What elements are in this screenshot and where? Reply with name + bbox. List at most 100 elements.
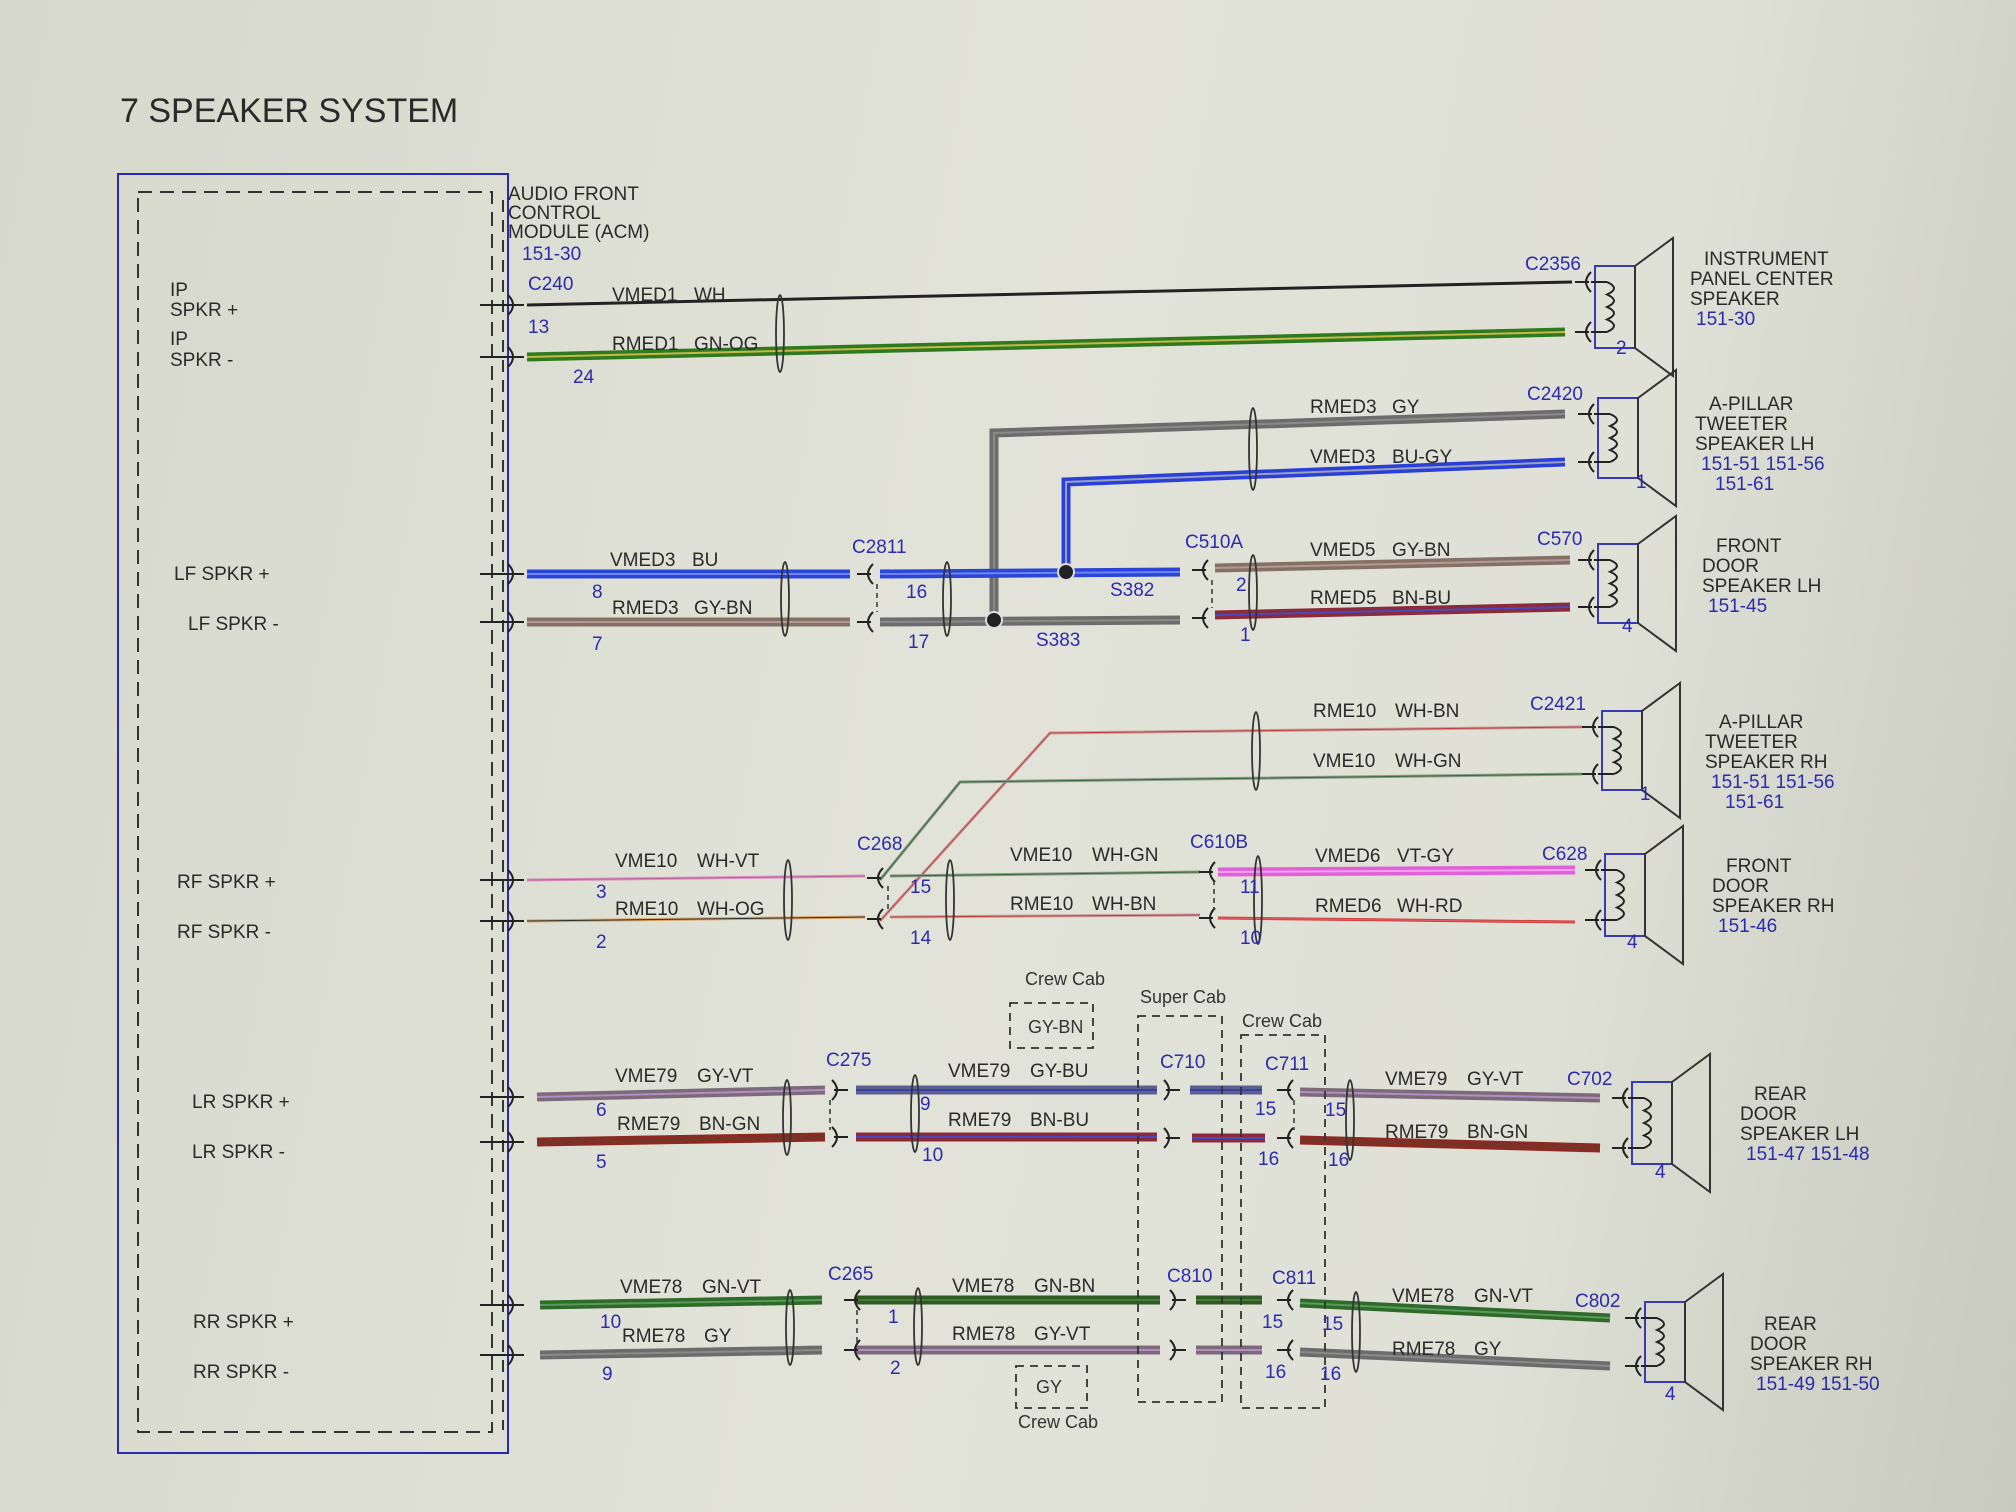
wire-color-code: GY-BU (1030, 1061, 1088, 1082)
option-box (1009, 1002, 1094, 1049)
wire-color-code: WH (694, 285, 726, 306)
connector-symbol (844, 1339, 861, 1361)
speaker-ref: 151-51 151-56 (1711, 772, 1835, 793)
twisted-pair-icon (780, 561, 790, 637)
wire-color-code: GN-BN (1034, 1276, 1095, 1297)
connector-label: C268 (857, 834, 902, 855)
wire-tracer (536, 1136, 826, 1143)
pin-number: 2 (1616, 338, 1627, 359)
connector-symbol (1277, 1289, 1294, 1311)
speaker-cone-icon (1637, 514, 1677, 653)
speaker-name-line: SPEAKER LH (1702, 576, 1821, 597)
speaker-ref: 151-45 (1708, 596, 1767, 617)
wire-tracer (1217, 917, 1576, 923)
circuit-number: RME79 (1385, 1122, 1448, 1143)
connector-symbol (1585, 909, 1602, 931)
wire-wh-gn (878, 772, 1583, 881)
connector-symbol (1612, 1137, 1629, 1159)
speaker-name-line: INSTRUMENT (1704, 249, 1829, 270)
pin-number: 9 (602, 1364, 613, 1385)
speaker-name-line: DOOR (1702, 556, 1759, 577)
module-outline (117, 173, 509, 1454)
connector-symbol (507, 563, 524, 585)
pin-number: 16 (906, 582, 927, 603)
twisted-pair-icon (1351, 1291, 1361, 1373)
option-label: Crew Cab (1018, 1412, 1098, 1432)
speaker-name-line: DOOR (1712, 876, 1769, 897)
speaker-name-line: DOOR (1740, 1104, 1797, 1125)
wire-tracer (1065, 461, 1566, 572)
wire-color-code: BN-GN (699, 1114, 760, 1135)
speaker-name-line: FRONT (1726, 856, 1792, 877)
connector-label: C710 (1160, 1052, 1205, 1073)
option-box (1015, 1365, 1088, 1409)
twisted-pair-icon (775, 294, 785, 373)
speaker-name-line: DOOR (1750, 1334, 1807, 1355)
speaker-terminal-box (1594, 265, 1636, 349)
pin-number: 2 (596, 932, 607, 953)
connector-label: C2421 (1530, 694, 1586, 715)
connector-label: C570 (1537, 529, 1582, 550)
circuit-number: RME79 (948, 1110, 1011, 1131)
wire-tracer (526, 916, 866, 922)
module-pin-label: LR SPKR + (192, 1092, 290, 1113)
circuit-number: VME10 (1010, 845, 1072, 866)
speaker-coil-icon (1601, 869, 1625, 921)
pin-number: 1 (888, 1307, 899, 1328)
connector-symbol (857, 611, 874, 633)
connector-symbol (507, 346, 524, 368)
pin-number: 4 (1665, 1384, 1676, 1405)
connector-label: C810 (1167, 1266, 1212, 1287)
speaker-name-line: PANEL CENTER (1690, 269, 1834, 290)
speaker-coil-icon (1594, 413, 1618, 463)
wire-color-code: GY (1392, 397, 1420, 418)
twisted-pair-icon (1248, 407, 1258, 491)
connector-symbol (857, 563, 874, 585)
circuit-number: VME79 (948, 1061, 1010, 1082)
connector-label: S383 (1036, 630, 1080, 651)
speaker-cone-icon (1637, 368, 1677, 508)
speaker-ref: 151-46 (1718, 916, 1777, 937)
pin-number: 1 (1640, 784, 1651, 805)
wire-tracer (879, 619, 1181, 623)
connector-label: C240 (528, 274, 573, 295)
circuit-number: VME78 (620, 1277, 682, 1298)
circuit-number: VMED5 (1310, 540, 1375, 561)
connector-symbol (507, 1131, 524, 1153)
connector-symbol (1277, 1127, 1294, 1149)
circuit-number: VME10 (615, 851, 677, 872)
circuit-number: VME79 (615, 1066, 677, 1087)
speaker-name-line: SPEAKER LH (1695, 434, 1814, 455)
wire-color-code: BU-GY (1392, 447, 1453, 468)
circuit-number: RME10 (615, 899, 678, 920)
wire-tracer (539, 1299, 823, 1306)
twisted-pair-icon (783, 859, 793, 941)
pin-number: 16 (1320, 1364, 1341, 1385)
speaker-ref: 151-61 (1715, 474, 1774, 495)
speaker-name-line: TWEETER (1705, 732, 1798, 753)
pin-number: 16 (1328, 1150, 1349, 1171)
circuit-number: VMED3 (1310, 447, 1375, 468)
connector-symbol (507, 1086, 524, 1108)
speaker-name-line: SPEAKER LH (1740, 1124, 1859, 1145)
pin-number: 15 (1322, 1314, 1343, 1335)
twisted-pair-icon (1345, 1079, 1355, 1161)
speaker-cone-icon (1634, 236, 1674, 378)
option-value: GY-BN (1028, 1017, 1083, 1037)
module-name-line: CONTROL (508, 203, 601, 224)
connector-label: C275 (826, 1050, 871, 1071)
module-pin-label: RR SPKR - (193, 1362, 289, 1383)
module-pin-label: RR SPKR + (193, 1312, 294, 1333)
pin-number: 16 (1265, 1362, 1286, 1383)
twisted-pair-icon (782, 1079, 792, 1156)
wire-color-code: GY-BN (694, 598, 752, 619)
wire-color-code: GY (704, 1326, 732, 1347)
pin-number: 3 (596, 882, 607, 903)
speaker-coil-icon (1641, 1317, 1665, 1367)
connector-symbol (1199, 907, 1216, 929)
module-pin-label: LF SPKR + (174, 564, 270, 585)
pin-number: 2 (1236, 575, 1247, 596)
pin-number: 17 (908, 632, 929, 653)
